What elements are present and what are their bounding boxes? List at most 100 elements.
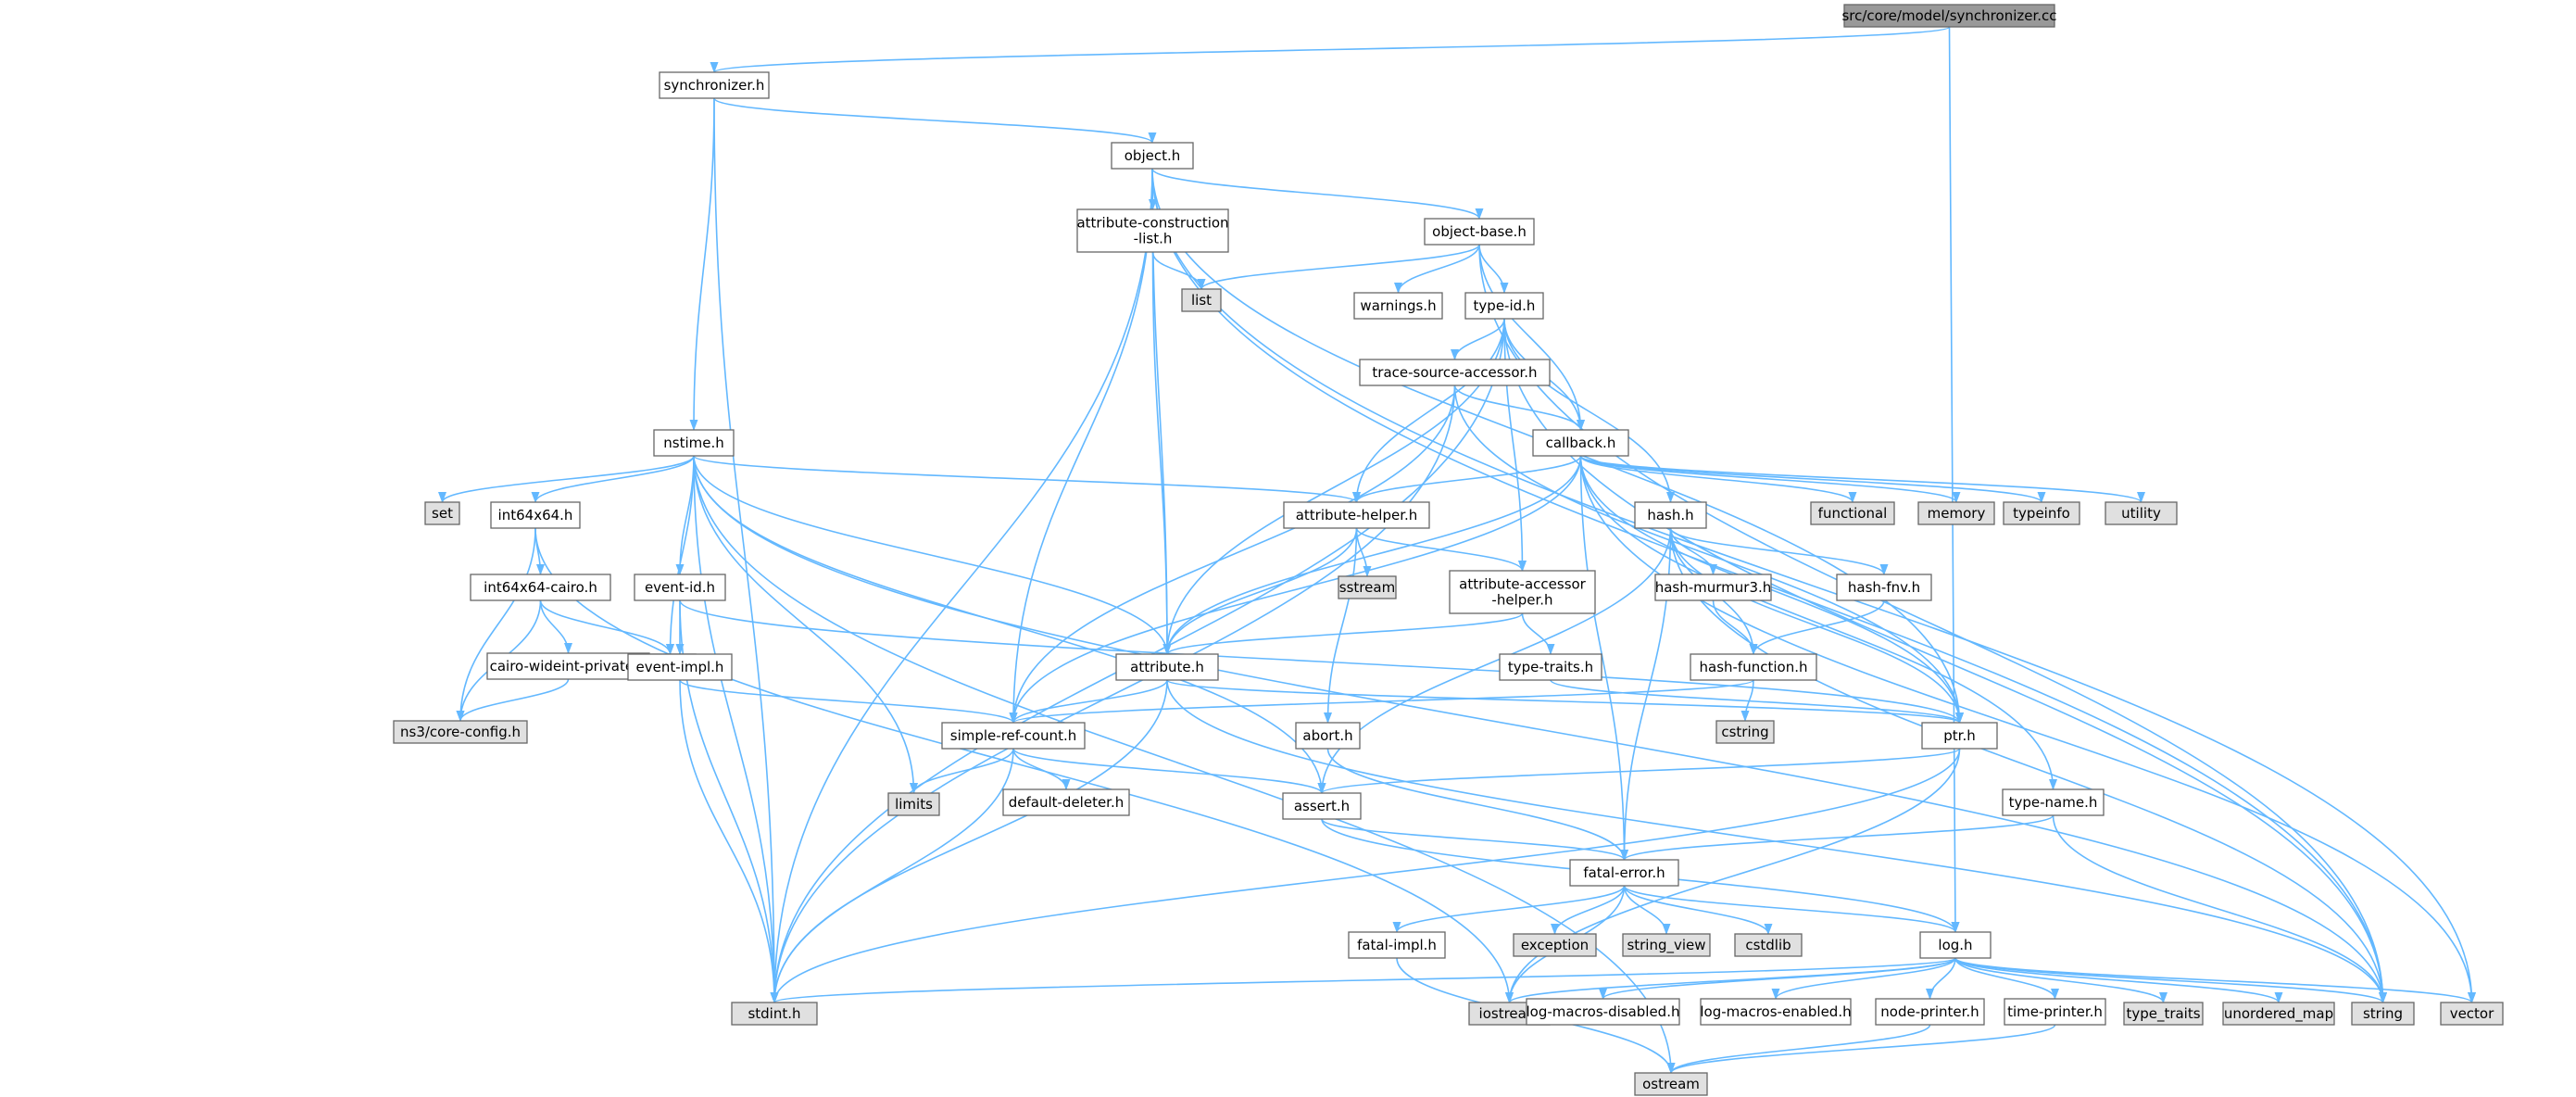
node-cairo[interactable]: cairo-wideint-private.h — [486, 652, 650, 680]
node-cstdlib: cstdlib — [1734, 933, 1803, 957]
edge-fatalerror-to-exception — [1551, 885, 1626, 935]
node-logdis[interactable]: log-macros-disabled.h — [1526, 998, 1680, 1026]
node-tsa[interactable]: trace-source-accessor.h — [1359, 359, 1551, 386]
edge-attracc-to-typetraits — [1521, 612, 1555, 655]
edge-callback-to-functional — [1579, 455, 1857, 503]
node-attracc[interactable]: attribute-accessor-helper.h — [1449, 570, 1596, 614]
node-label-attribute: attribute.h — [1130, 659, 1204, 675]
node-object[interactable]: object.h — [1111, 142, 1194, 170]
node-simpleref[interactable]: simple-ref-count.h — [941, 722, 1086, 750]
node-label-eventid: event-id.h — [645, 579, 715, 596]
edge-root-to-synchronizer — [710, 26, 1951, 73]
node-attrhelper[interactable]: attribute-helper.h — [1283, 501, 1430, 529]
node-assert[interactable]: assert.h — [1282, 792, 1362, 820]
edge-ptr-to-stdint — [770, 748, 1961, 1003]
node-hashfunc[interactable]: hash-function.h — [1690, 653, 1817, 681]
node-limits: limits — [887, 792, 940, 816]
node-log[interactable]: log.h — [1919, 931, 1992, 959]
node-box-logen — [1700, 998, 1852, 1026]
node-string: string — [2351, 1002, 2415, 1026]
node-box-memory — [1917, 501, 1995, 525]
node-defdel[interactable]: default-deleter.h — [1002, 788, 1130, 816]
edge-objbase-to-list — [1197, 244, 1480, 290]
node-label-synchronizer: synchronizer.h — [664, 77, 765, 94]
node-label-typetraits: type-traits.h — [1508, 659, 1593, 675]
node-typeid[interactable]: type-id.h — [1464, 292, 1544, 320]
edge-nodeprinter-to-ostream — [1666, 1024, 1931, 1074]
node-box-ostream — [1634, 1072, 1708, 1096]
edge-nstime-to-attrhelper — [693, 455, 1361, 503]
node-root[interactable]: src/core/model/synchronizer.cc — [1841, 4, 2057, 28]
node-int64[interactable]: int64x64.h — [490, 501, 581, 529]
node-timeprinter[interactable]: time-printer.h — [2004, 998, 2106, 1026]
node-box-ptr — [1921, 722, 1998, 750]
edge-nstime-to-ostream — [693, 455, 1676, 1074]
node-synchronizer[interactable]: synchronizer.h — [659, 71, 770, 99]
node-nstime[interactable]: nstime.h — [653, 429, 735, 457]
edge-typename-to-string — [2052, 814, 2387, 1003]
node-box-limits — [887, 792, 940, 816]
node-fatalerror[interactable]: fatal-error.h — [1569, 859, 1679, 887]
edge-abort-to-fatalerror — [1326, 748, 1628, 861]
node-box-warnings — [1353, 292, 1443, 320]
node-box-int64 — [490, 501, 581, 529]
node-murmur[interactable]: hash-murmur3.h — [1654, 574, 1772, 601]
node-typetraits[interactable]: type-traits.h — [1499, 653, 1602, 681]
edge-typeid-to-attracc — [1503, 318, 1527, 572]
edge-callback-to-attribute — [1162, 455, 1582, 655]
node-logen[interactable]: log-macros-enabled.h — [1700, 998, 1852, 1026]
node-callback[interactable]: callback.h — [1532, 429, 1629, 457]
node-label-attracc-line-1: attribute-accessor — [1459, 576, 1587, 593]
edge-simpleref-to-limits — [910, 748, 1014, 794]
node-int64cairo[interactable]: int64x64-cairo.h — [470, 574, 611, 601]
edge-hashfunc-to-simpleref — [1009, 679, 1754, 724]
node-abort[interactable]: abort.h — [1295, 722, 1361, 750]
edge-log-to-unorderedmap — [1954, 957, 2283, 1003]
node-label-callback: callback.h — [1546, 435, 1616, 451]
node-label-logen: log-macros-enabled.h — [1700, 1003, 1851, 1020]
node-attribute[interactable]: attribute.h — [1115, 653, 1219, 681]
edge-simpleref-to-stdint — [770, 748, 1014, 1003]
node-type_traits: type_traits — [2123, 1002, 2204, 1026]
edge-log-to-logen — [1771, 957, 1956, 1000]
node-eventid[interactable]: event-id.h — [634, 574, 726, 601]
edge-hash-to-fnv — [1669, 527, 1889, 575]
edge-attribute-to-simpleref — [1009, 679, 1168, 724]
edge-tsa-to-callback — [1453, 385, 1585, 431]
node-box-tsa — [1359, 359, 1551, 386]
node-objbase[interactable]: object-base.h — [1424, 218, 1535, 246]
node-eventimpl[interactable]: event-impl.h — [627, 653, 733, 681]
node-fatalimpl[interactable]: fatal-impl.h — [1348, 931, 1446, 959]
node-box-attrhelper — [1283, 501, 1430, 529]
node-warnings[interactable]: warnings.h — [1353, 292, 1443, 320]
edge-typeid-to-hash — [1503, 318, 1675, 503]
node-ostream: ostream — [1634, 1072, 1708, 1096]
node-label-attrcons-line-2: -list.h — [1134, 231, 1173, 247]
node-label-type_traits: type_traits — [2126, 1005, 2200, 1023]
node-ptr[interactable]: ptr.h — [1921, 722, 1998, 750]
node-box-eventimpl — [627, 653, 733, 681]
node-label-logdis: log-macros-disabled.h — [1527, 1003, 1680, 1020]
edge-root-to-log — [1948, 26, 1960, 933]
edge-tsa-to-ptr — [1453, 385, 1964, 724]
node-hash[interactable]: hash.h — [1634, 501, 1707, 529]
node-label-warnings: warnings.h — [1360, 297, 1436, 314]
node-label-hash: hash.h — [1647, 507, 1693, 523]
node-nodeprinter[interactable]: node-printer.h — [1875, 998, 1985, 1026]
node-box-object — [1111, 142, 1194, 170]
node-attrcons[interactable]: attribute-construction-list.h — [1076, 208, 1229, 253]
node-label-abort: abort.h — [1302, 727, 1352, 744]
node-fnv[interactable]: hash-fnv.h — [1836, 574, 1932, 601]
node-label-list: list — [1191, 292, 1212, 309]
edge-typetraits-to-ptr — [1550, 679, 1964, 724]
node-label-iostream: iostream — [1479, 1005, 1540, 1022]
node-box-set — [424, 501, 460, 525]
edge-objbase-to-warnings — [1394, 244, 1480, 294]
node-label-cstdlib: cstdlib — [1745, 937, 1791, 953]
node-label-stdint: stdint.h — [748, 1005, 800, 1022]
node-box-log — [1919, 931, 1992, 959]
node-typename[interactable]: type-name.h — [2002, 788, 2105, 816]
node-label-typeid: type-id.h — [1474, 297, 1536, 314]
node-box-stringview — [1622, 933, 1711, 957]
